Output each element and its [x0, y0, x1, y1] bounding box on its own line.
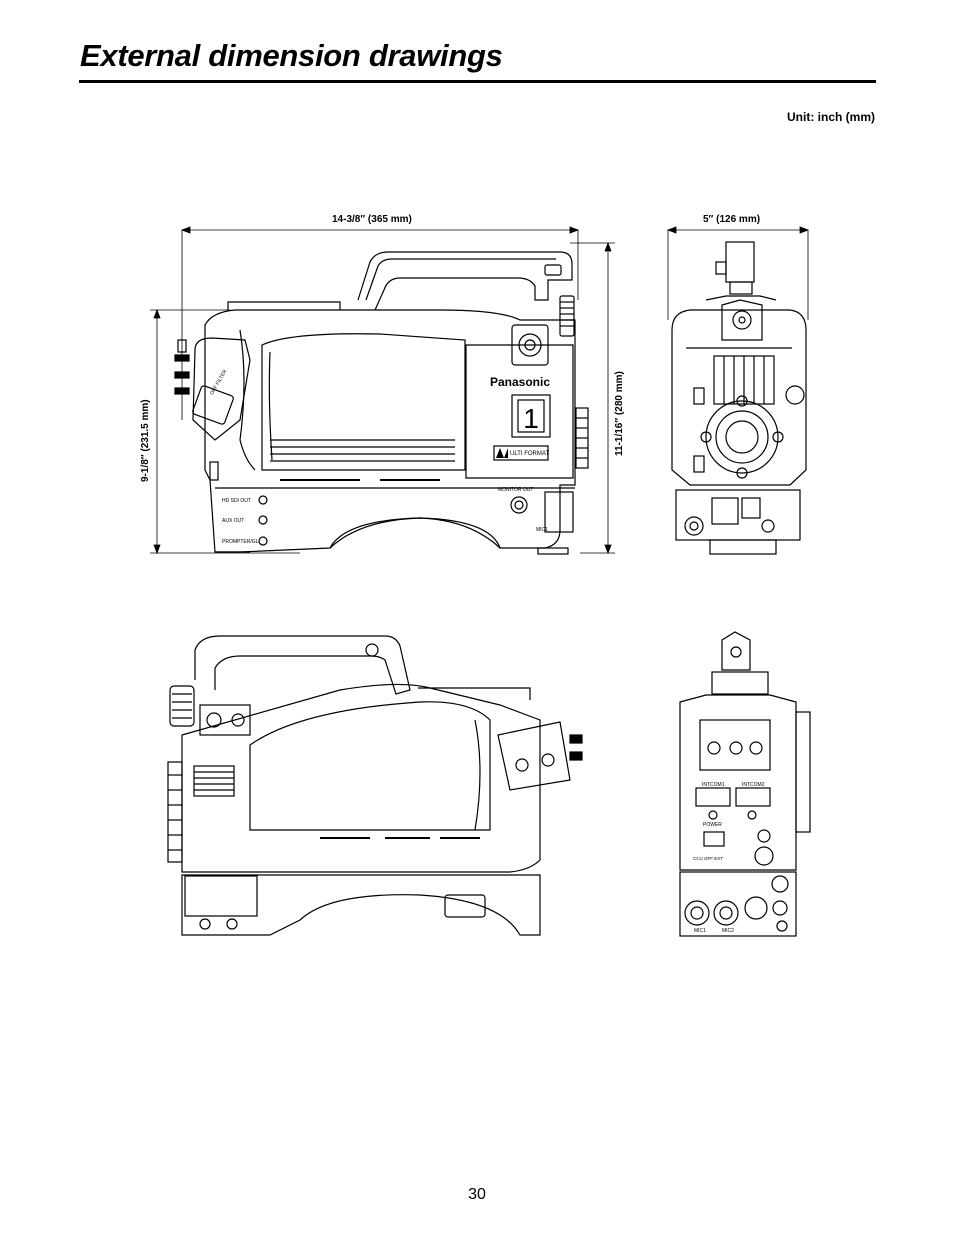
rear-mic1-label: MIC1	[694, 928, 706, 934]
camera-front-view	[671, 241, 807, 555]
page-title: External dimension drawings	[80, 38, 503, 73]
hd-sdi-out-label: HD SDI OUT	[222, 498, 251, 504]
mic1-label: MIC1	[536, 527, 548, 533]
title-rule	[79, 80, 876, 83]
power-label: POWER	[703, 822, 722, 828]
intercom2-label: INTCOM2	[742, 782, 765, 788]
intercom1-label: INTCOM1	[702, 782, 725, 788]
camera-side-view-right: OFF FILTER 1 Panasonic ULTI FORMAT	[174, 251, 589, 555]
format-logo: ULTI FORMAT	[510, 451, 549, 457]
brand-logo: Panasonic	[490, 375, 550, 389]
aux-out-label: AUX OUT	[222, 518, 244, 524]
page-number: 30	[468, 1186, 486, 1203]
camera-rear-view: INTCOM1 INTCOM2 POWER CCU OFF EXT MIC1 M…	[679, 631, 811, 937]
dimension-lines	[150, 226, 810, 555]
svg-text:OFF FILTER: OFF FILTER	[209, 368, 229, 396]
camera-side-view-left	[167, 635, 583, 936]
side-width-dimension: 14-3/8″ (365 mm)	[332, 214, 412, 225]
monitor-out-label: MONITOR OUT	[498, 487, 533, 493]
channel-number: 1	[523, 403, 539, 434]
mic2-label: MIC2	[722, 928, 734, 934]
front-width-dimension: 5″ (126 mm)	[703, 214, 761, 225]
prompter-label: PROMPTER/GL	[222, 539, 259, 545]
ccu-off-ext-label: CCU OFF EXT	[693, 856, 723, 861]
unit-note: Unit: inch (mm)	[787, 110, 875, 124]
